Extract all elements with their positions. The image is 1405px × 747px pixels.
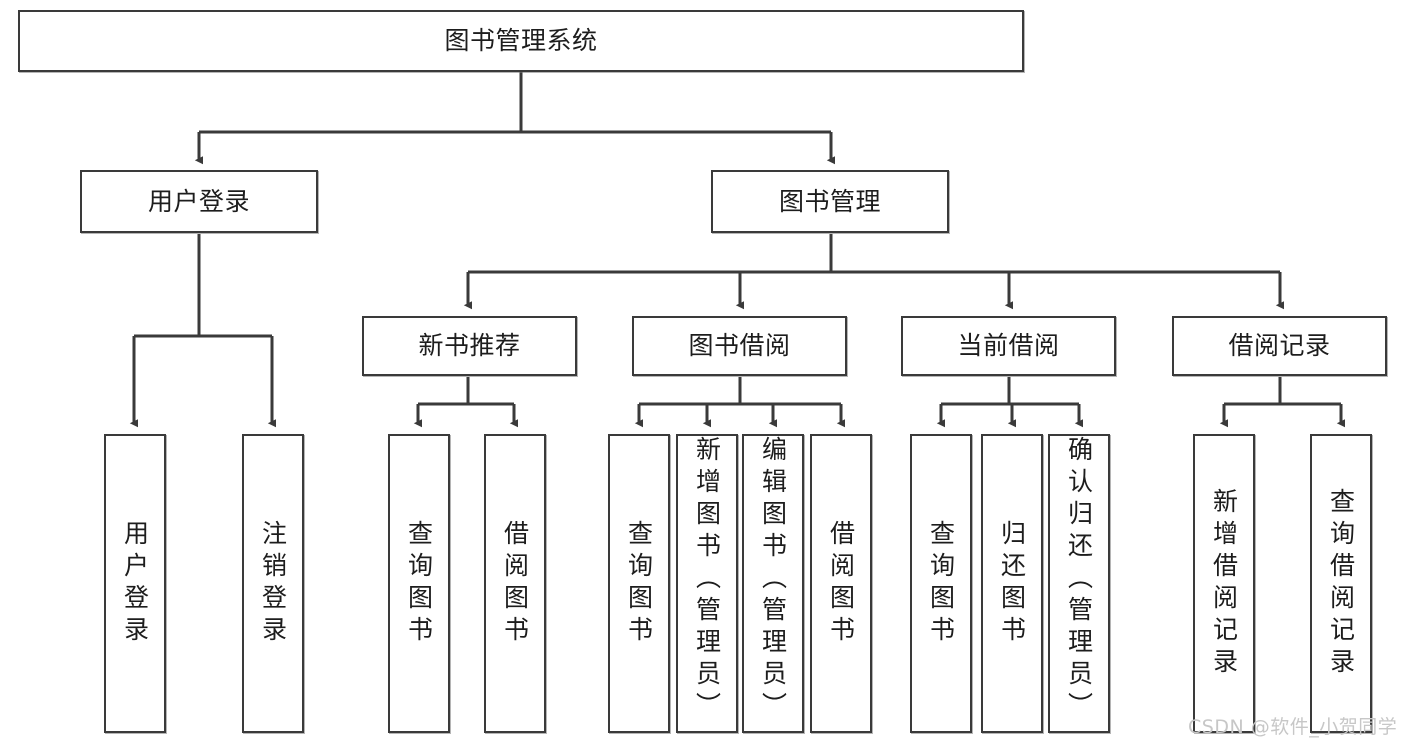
node-label: 借阅图书 [500,519,530,648]
node-label: 借阅图书 [826,519,856,648]
node-label: 图书借阅 [688,331,791,360]
leaf-node-edit-book-admin[interactable]: 编辑图书（管理员） [742,434,804,733]
node-label: 用户登录 [147,186,250,216]
leaf-node-return-book[interactable]: 归还图书 [981,434,1043,733]
node-label: 编辑图书（管理员） [758,436,788,724]
leaf-node-add-book-admin[interactable]: 新增图书（管理员） [676,434,738,733]
leaf-node-query-book-borrow[interactable]: 查询图书 [608,434,670,733]
node-user-login[interactable]: 用户登录 [80,170,318,233]
leaf-node-borrow-book-new-book[interactable]: 借阅图书 [484,434,546,733]
node-root-book-management-system[interactable]: 图书管理系统 [18,10,1024,72]
leaf-node-confirm-return-admin[interactable]: 确认归还（管理员） [1048,434,1110,733]
node-new-book-recommend[interactable]: 新书推荐 [362,316,577,376]
node-book-borrow[interactable]: 图书借阅 [632,316,847,376]
node-label: 借阅记录 [1228,331,1331,360]
node-label: 查询图书 [926,519,956,648]
node-current-borrow[interactable]: 当前借阅 [901,316,1116,376]
leaf-node-query-borrow-record[interactable]: 查询借阅记录 [1310,434,1372,733]
node-label: 查询图书 [404,519,434,648]
node-label: 图书管理系统 [444,26,598,55]
leaf-node-user-logout[interactable]: 注销登录 [242,434,304,733]
node-label: 新书推荐 [418,331,521,360]
node-label: 用户登录 [120,519,150,648]
leaf-node-add-borrow-record[interactable]: 新增借阅记录 [1193,434,1255,733]
node-label: 新增图书（管理员） [692,436,722,724]
node-label: 当前借阅 [957,331,1060,360]
leaf-node-borrow-book-borrow[interactable]: 借阅图书 [810,434,872,733]
node-label: 归还图书 [997,519,1027,648]
node-label: 确认归还（管理员） [1064,436,1094,724]
node-label: 注销登录 [258,519,288,648]
node-label: 新增借阅记录 [1209,487,1239,680]
node-label: 查询借阅记录 [1326,487,1356,680]
leaf-node-query-book-current[interactable]: 查询图书 [910,434,972,733]
leaf-node-query-book-new-book[interactable]: 查询图书 [388,434,450,733]
node-borrow-record[interactable]: 借阅记录 [1172,316,1387,376]
node-label: 查询图书 [624,519,654,648]
leaf-node-user-login[interactable]: 用户登录 [104,434,166,733]
node-book-management[interactable]: 图书管理 [711,170,949,233]
node-label: 图书管理 [778,186,881,216]
